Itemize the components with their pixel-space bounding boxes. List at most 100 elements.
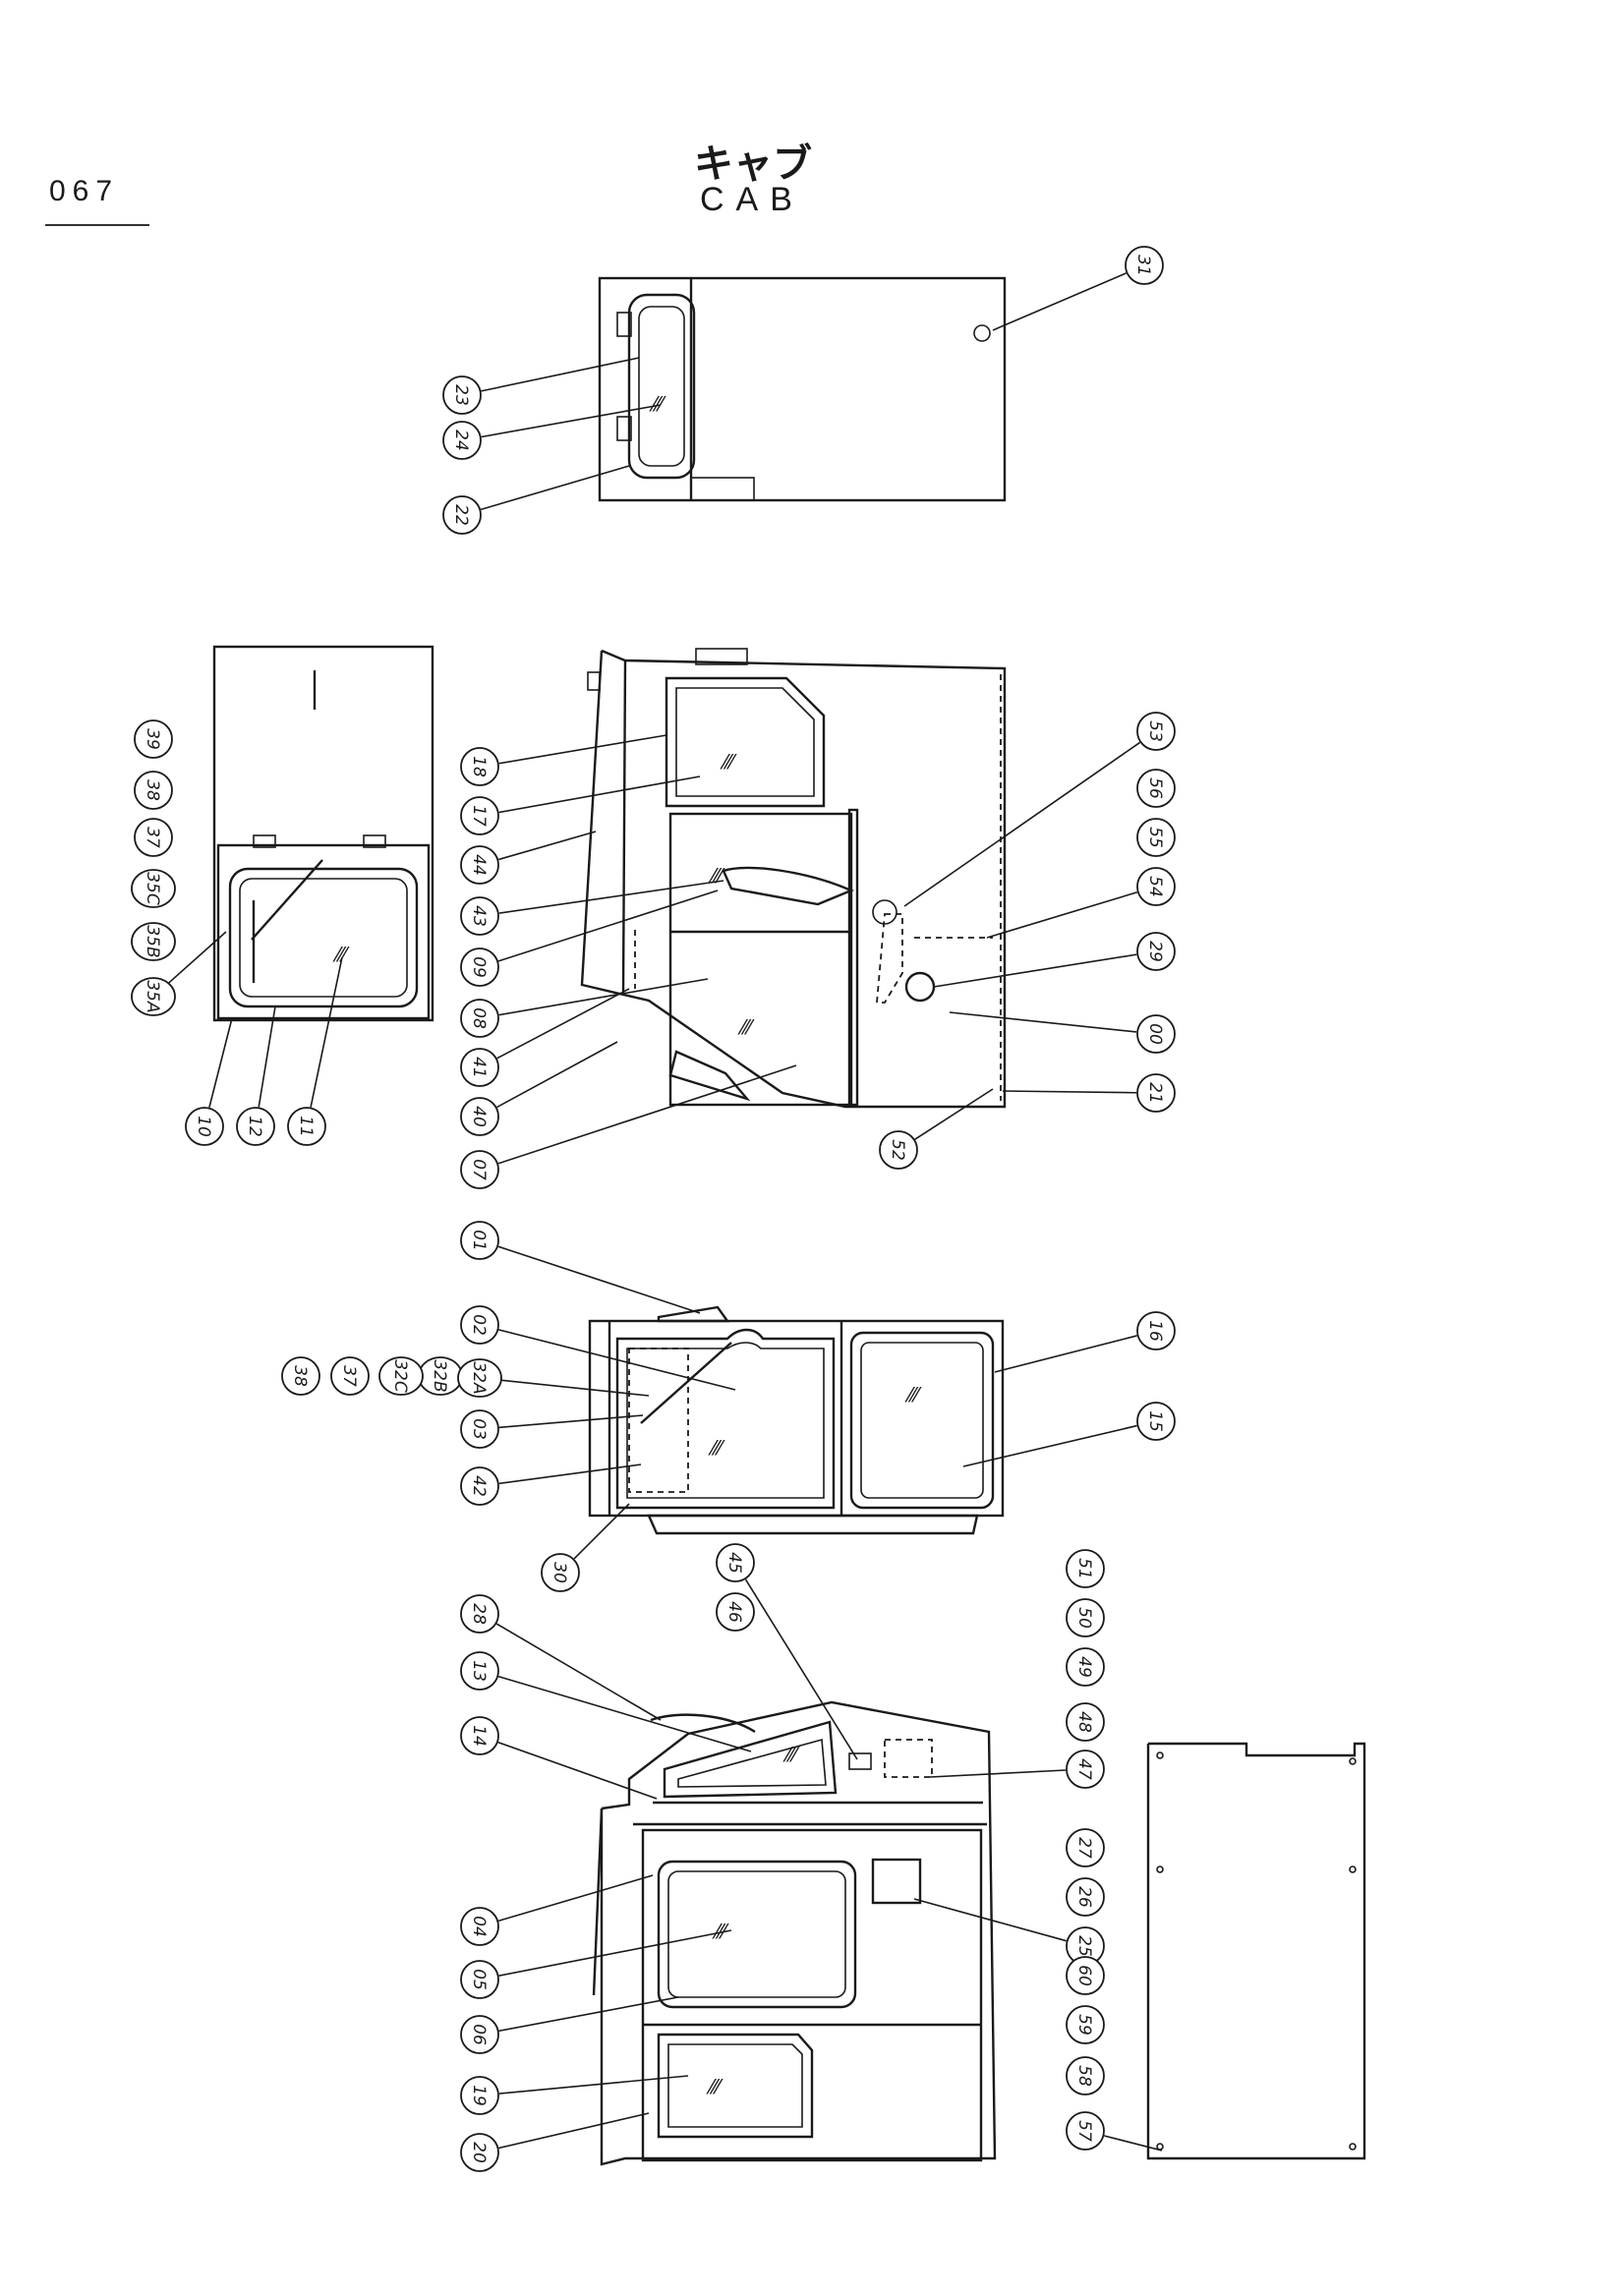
door-plan-view: ⁄⁄⁄ ⁄⁄⁄: [588, 1305, 1005, 1535]
title-english: CAB: [700, 181, 804, 218]
callout-bubble: [1066, 2056, 1105, 2095]
front-hinge-right: [363, 834, 386, 848]
mat-hole: [1349, 2143, 1357, 2151]
callout-label: 14: [469, 1725, 489, 1747]
callout-label: 35A: [143, 980, 162, 1012]
callout-bubble: [1136, 1014, 1176, 1054]
glass-mark: ⁄⁄⁄: [332, 943, 350, 966]
roof-hinge-upper: [616, 312, 632, 337]
step-plate: [668, 1050, 751, 1102]
page-number-rule: [45, 224, 149, 226]
leader-line-15: [962, 1424, 1137, 1467]
callout-11: 11: [287, 1107, 326, 1146]
callout-label: 24: [451, 430, 471, 451]
callout-43: 43: [460, 896, 499, 936]
plan-door-frame: [615, 1328, 836, 1510]
callout-label: 32C: [390, 1359, 410, 1393]
callout-29: 29: [1136, 932, 1176, 971]
title-japanese: キャブ: [694, 142, 812, 187]
callout-label: 09: [469, 956, 489, 978]
callout-label: 45: [724, 1552, 744, 1574]
callout-bubble: [1125, 246, 1164, 285]
callout-label: 17: [469, 805, 489, 827]
leader-line-04: [497, 1874, 654, 1923]
leader-line-54: [986, 891, 1138, 939]
side-roof-tab: [695, 648, 748, 665]
callout-bubble: [460, 1409, 499, 1449]
callout-bubble: [131, 869, 176, 908]
callout-label: 53: [1145, 720, 1165, 742]
callout-bubble: [1066, 1877, 1105, 1917]
callout-15: 15: [1136, 1402, 1176, 1441]
callout-label: 16: [1145, 1320, 1165, 1342]
callout-26: 26: [1066, 1877, 1105, 1917]
callout-label: 37: [339, 1365, 359, 1387]
callout-bubble: [460, 1651, 499, 1691]
callout-45: 45: [716, 1543, 755, 1582]
lock-mechanism: [876, 913, 903, 1004]
leader-line-00: [949, 1011, 1137, 1033]
callout-bubble: [1136, 932, 1176, 971]
door-handle: [722, 866, 855, 906]
plan-dashed-panel: [628, 1348, 689, 1493]
callout-10: 10: [185, 1107, 224, 1146]
callout-label: 38: [290, 1365, 310, 1387]
callout-label: 52: [888, 1139, 907, 1161]
leader-line-01: [497, 1245, 701, 1314]
callout-label: 18: [469, 756, 489, 777]
callout-label: 43: [469, 905, 489, 927]
leader-line-28: [495, 1623, 662, 1721]
leader-line-14: [497, 1741, 658, 1800]
callout-bubble: [457, 1358, 502, 1398]
callout-bubble: [442, 421, 482, 460]
callout-bubble: [460, 1305, 499, 1345]
callout-39: 39: [134, 719, 173, 759]
front-cab-outline: [212, 645, 434, 1022]
callout-label: 10: [194, 1116, 213, 1137]
front-hinge-left: [253, 834, 276, 848]
callout-12: 12: [236, 1107, 275, 1146]
callout-44: 44: [460, 845, 499, 885]
callout-07: 07: [460, 1150, 499, 1189]
leader-line-08: [498, 978, 709, 1016]
callout-bubble: [460, 845, 499, 885]
callout-24: 24: [442, 421, 482, 460]
callout-13: 13: [460, 1651, 499, 1691]
upper-rear-window-frame: [665, 676, 826, 808]
callout-bubble: [1136, 1311, 1176, 1350]
leader-line-13: [497, 1675, 752, 1752]
callout-bubble: [131, 977, 176, 1016]
callout-label: 55: [1145, 827, 1165, 848]
callout-60: 60: [1066, 1956, 1105, 1995]
callout-bubble: [460, 896, 499, 936]
mat-hole: [1349, 1757, 1357, 1765]
floor-mat-view: [1146, 1742, 1366, 2160]
leader-line-47: [929, 1769, 1067, 1778]
plan-bottom-rail: [647, 1514, 979, 1535]
callout-50: 50: [1066, 1598, 1105, 1637]
callout-18: 18: [460, 747, 499, 786]
callout-40: 40: [460, 1097, 499, 1136]
callout-label: 19: [469, 2085, 489, 2106]
callout-56: 56: [1136, 769, 1176, 808]
callout-label: 20: [469, 2142, 489, 2163]
callout-38: 38: [281, 1356, 320, 1396]
callout-bubble: [330, 1356, 370, 1396]
leader-line-12: [258, 1005, 276, 1108]
callout-label: 50: [1074, 1607, 1094, 1629]
callout-48: 48: [1066, 1702, 1105, 1742]
callout-32A: 32A: [457, 1358, 502, 1398]
callout-02: 02: [460, 1305, 499, 1345]
callout-01: 01: [460, 1221, 499, 1260]
callout-bubble: [460, 1097, 499, 1136]
callout-label: 22: [451, 504, 471, 526]
callout-bubble: [131, 922, 176, 961]
callout-03: 03: [460, 1409, 499, 1449]
callout-label: 37: [143, 827, 162, 848]
callout-25: 25: [1066, 1926, 1105, 1966]
callout-bubble: [1066, 1702, 1105, 1742]
leader-line-40: [496, 1041, 618, 1109]
callout-label: 42: [469, 1475, 489, 1497]
plan-top-rail: [657, 1305, 730, 1323]
callout-55: 55: [1136, 818, 1176, 857]
